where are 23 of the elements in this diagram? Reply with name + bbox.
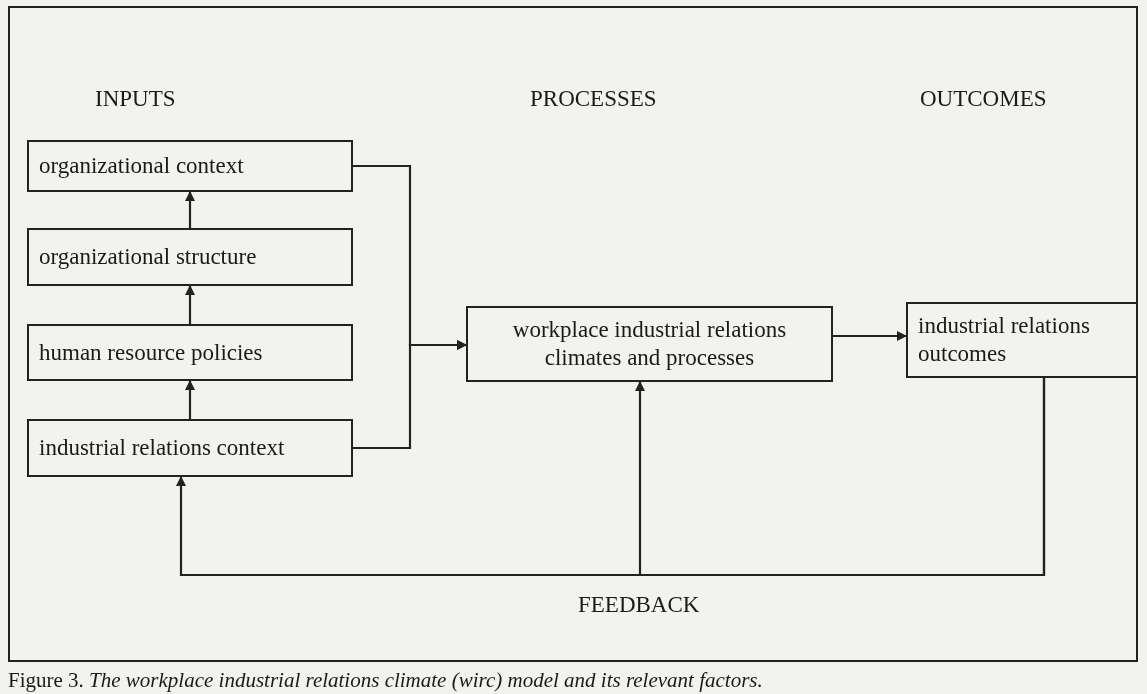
arrow	[833, 331, 907, 341]
box-text: human resource policies	[39, 338, 263, 367]
box-text: industrial relations outcomes	[918, 312, 1091, 368]
arrow	[353, 340, 467, 450]
box-text: organizational structure	[39, 243, 257, 271]
column-heading: INPUTS	[95, 86, 176, 112]
box-text: industrial relations context	[39, 434, 285, 462]
box-text: organizational context	[39, 152, 244, 180]
feedback-label: FEEDBACK	[578, 592, 700, 618]
arrow	[185, 285, 195, 324]
box-text: workplace industrial relations climates and processes	[511, 316, 788, 372]
process-box	[27, 140, 353, 192]
arrow	[635, 378, 1046, 577]
column-heading: PROCESSES	[530, 86, 657, 112]
arrow	[185, 380, 195, 419]
process-box	[466, 306, 833, 382]
arrow	[185, 191, 195, 228]
process-box	[27, 324, 353, 381]
process-box	[906, 302, 1138, 378]
process-box	[27, 419, 353, 477]
column-heading: OUTCOMES	[920, 86, 1047, 112]
process-box	[27, 228, 353, 286]
figure-caption: Figure 3. The workplace industrial relations climate (wirc) model and its relevant factors.	[8, 668, 763, 693]
